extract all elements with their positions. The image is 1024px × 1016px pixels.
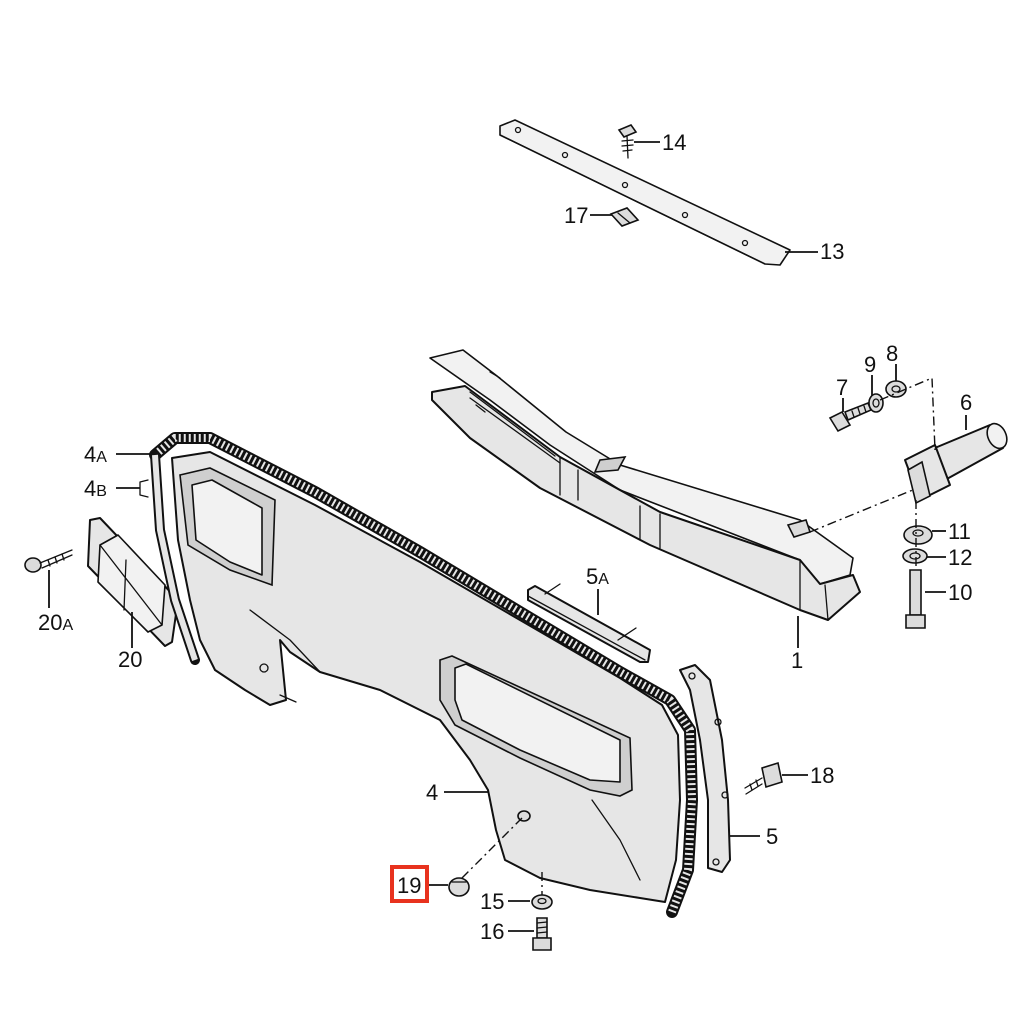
part-4-bumper-cover (171, 451, 681, 903)
assembly-line-19 (461, 817, 523, 879)
leader-lines (48, 141, 967, 932)
callout-7: 7 (836, 375, 848, 400)
part-14-screw (617, 124, 638, 159)
callout-10: 10 (948, 580, 972, 605)
callout-18: 18 (810, 763, 834, 788)
callout-9: 9 (864, 352, 876, 377)
part-16-bolt (532, 917, 552, 951)
callout-5a: 5A (586, 564, 609, 589)
part-20a-screw (24, 549, 73, 573)
part-7-bolt (828, 401, 873, 433)
callout-4a: 4A (84, 442, 107, 467)
callout-8: 8 (886, 341, 898, 366)
callout-11: 11 (948, 519, 971, 544)
callout-20a: 20A (38, 610, 73, 635)
callout-5: 5 (766, 824, 778, 849)
callout-1: 1 (791, 648, 803, 673)
part-15-washer (531, 894, 553, 910)
callout-14: 14 (662, 130, 686, 155)
part-4a-rubber-trim (149, 432, 698, 918)
part-17-clip (609, 207, 640, 227)
part-20-reflector-frame (87, 517, 179, 647)
callout-16: 16 (480, 919, 504, 944)
callout-6: 6 (960, 390, 972, 415)
part-18-screw (744, 761, 783, 795)
part-10-bolt (905, 569, 926, 629)
part-12-washer (902, 548, 928, 564)
callout-15: 15 (480, 889, 504, 914)
callout-4b: 4B (84, 476, 107, 501)
part-5a-bar (527, 583, 651, 663)
callout-4: 4 (426, 780, 438, 805)
part-19-cap (448, 877, 470, 897)
part-1-support-beam (429, 349, 926, 621)
callout-20: 20 (118, 647, 142, 672)
callout-17: 17 (564, 203, 588, 228)
callout-19: 19 (397, 873, 421, 898)
part-13-mounting-strip (499, 119, 791, 266)
callout-13: 13 (820, 239, 844, 264)
part-6-impact-absorber (904, 422, 1008, 505)
part-4b-clip (139, 479, 149, 498)
part-5-side-strip (679, 664, 731, 873)
part-9-washer (868, 393, 884, 413)
part-8-washer (885, 380, 907, 398)
part-11-washer (903, 525, 933, 545)
callout-12: 12 (948, 545, 972, 570)
callout-19-highlight-box (390, 865, 429, 903)
